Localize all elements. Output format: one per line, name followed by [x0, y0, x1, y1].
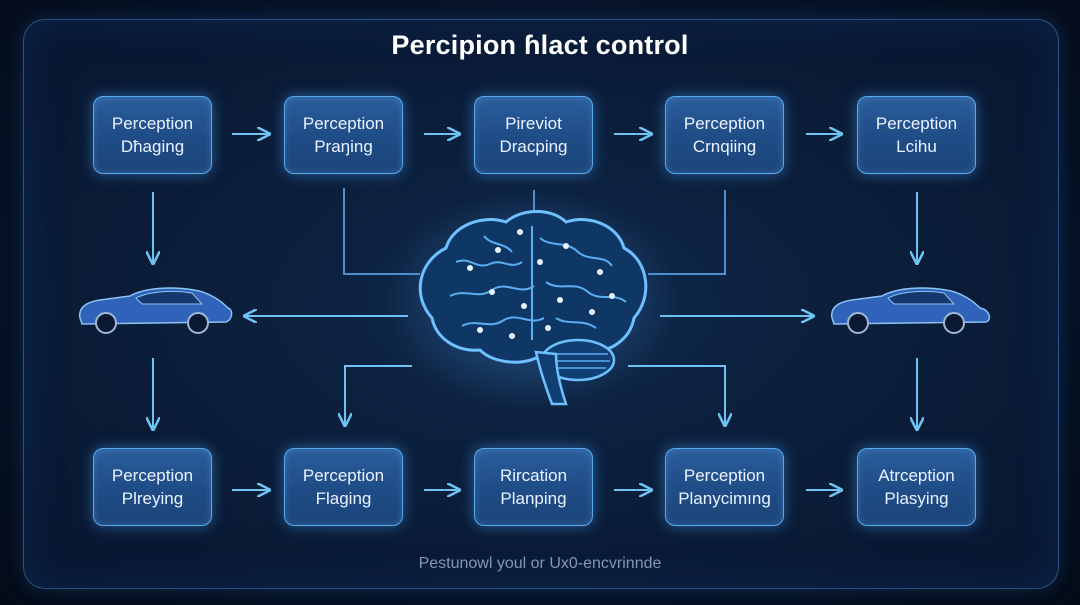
node-top-2: Perception Praŋing [284, 96, 403, 174]
footer-caption: Pestunowl youl or Ux0-encvrinnde [418, 555, 662, 572]
arrow-brain-to-bottom4 [628, 365, 725, 424]
node-bottom-4-line2: Planycimıng [678, 489, 771, 508]
brain-icon [382, 190, 682, 410]
node-bottom-1: Perception Plreying [93, 448, 212, 526]
node-top-1-line2: Dħaging [120, 137, 185, 156]
node-bottom-1-line1: Perception [111, 466, 194, 485]
node-top-5: Perception Lcihu [857, 96, 976, 174]
node-top-3-line1: Pireviot [505, 114, 562, 133]
node-bottom-3: Rircation Planping [474, 448, 593, 526]
node-bottom-5-line1: Atrception [878, 466, 955, 485]
diagram-title: Percipion ɦlact control [391, 30, 689, 60]
node-top-5-line2: Lcihu [896, 137, 937, 156]
node-bottom-2: Perception Flaging [284, 448, 403, 526]
node-top-4-line2: Crnqiing [692, 137, 757, 156]
node-top-2-line2: Praŋing [314, 137, 373, 156]
node-top-4: Perception Crnqiing [665, 96, 784, 174]
node-top-5-line1: Perception [875, 114, 958, 133]
node-top-1: Perception Dħaging [93, 96, 212, 174]
node-top-2-line1: Perception [302, 114, 385, 133]
node-top-3-line2: Dracping [499, 137, 568, 156]
node-bottom-5: Atrception Plasying [857, 448, 976, 526]
node-bottom-3-line2: Planping [500, 489, 567, 508]
node-bottom-3-line1: Rircation [499, 466, 568, 485]
node-bottom-5-line2: Plasying [884, 489, 949, 508]
node-bottom-4: Perception Planycimıng [665, 448, 784, 526]
arrow-brain-to-bottom2 [345, 365, 412, 424]
node-top-3: Pireviot Dracping [474, 96, 593, 174]
node-bottom-1-line2: Plreying [121, 489, 184, 508]
node-top-4-line1: Perception [683, 114, 766, 133]
car-icon-right [830, 287, 991, 334]
car-icon-left [78, 287, 233, 334]
node-bottom-2-line1: Perception [302, 466, 385, 485]
node-bottom-4-line1: Perception [683, 466, 766, 485]
node-bottom-2-line2: Flaging [315, 489, 372, 508]
node-top-1-line1: Perception [111, 114, 194, 133]
